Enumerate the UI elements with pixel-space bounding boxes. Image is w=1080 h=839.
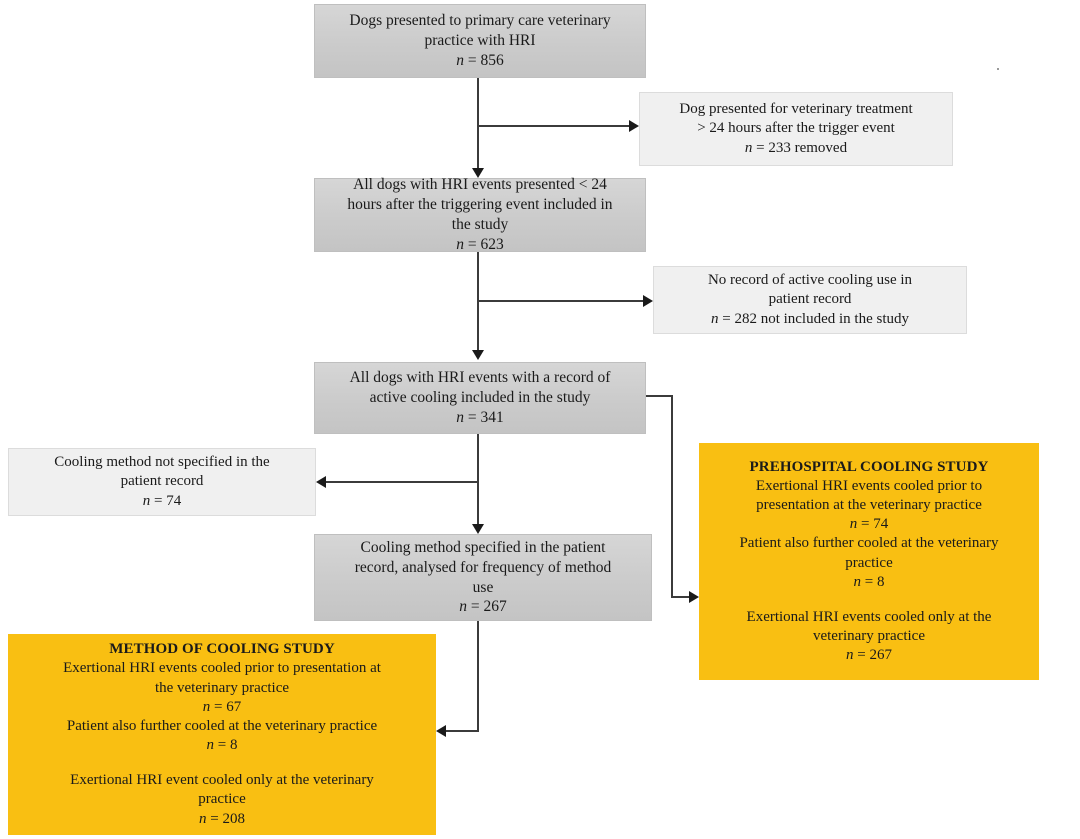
node-method-specified-line-1: Cooling method specified in the patient: [360, 538, 606, 556]
node-prehospital-block2-line-2: practice: [845, 554, 893, 571]
connector-n5-to-n8-bottom: [671, 596, 693, 598]
arrowhead-left-n6: [316, 476, 326, 488]
node-dogs-presented: Dogs presented to primary care veterinar…: [314, 4, 646, 78]
node-method-block3-count: n = 208: [199, 810, 245, 827]
node-no-active-cooling-record-count: n = 282 not included in the study: [710, 310, 910, 327]
node-prehospital-block1-line-2: presentation at the veterinary practice: [756, 496, 982, 513]
node-excluded-over-24-hours: Dog presented for veterinary treatment >…: [639, 92, 953, 166]
node-prehospital-block1-line-1: Exertional HRI events cooled prior to: [755, 477, 983, 494]
node-excluded-over-24-hours-line-2: > 24 hours after the trigger event: [697, 120, 895, 137]
node-included-under-24-hours-line-1: All dogs with HRI events presented < 24: [353, 176, 607, 194]
node-method-block3-line-2: practice: [198, 791, 246, 808]
node-method-not-specified-line-1: Cooling method not specified in the: [54, 454, 270, 471]
node-included-under-24-hours-count: n = 623: [456, 235, 504, 253]
connector-n1-to-n3: [477, 78, 479, 170]
node-active-cooling-included-line-2: active cooling included in the study: [369, 389, 591, 407]
node-included-under-24-hours-line-3: the study: [451, 216, 509, 233]
node-prehospital-cooling-study-header: PREHOSPITAL COOLING STUDY: [749, 458, 989, 475]
arrowhead-left-n9: [436, 725, 446, 737]
node-method-block1-count: n = 67: [202, 698, 242, 715]
node-active-cooling-included: All dogs with HRI events with a record o…: [314, 362, 646, 434]
node-method-block1-line-1: Exertional HRI events cooled prior to pr…: [63, 660, 381, 677]
connector-n3-to-n4: [477, 300, 645, 302]
connector-n7-to-n9-bottom: [445, 730, 479, 732]
arrowhead-down-n7: [472, 524, 484, 534]
arrowhead-right-n8: [689, 591, 699, 603]
arrowhead-right-n2: [629, 120, 639, 132]
arrowhead-down-n3: [472, 168, 484, 178]
node-method-block3-line-1: Exertional HRI event cooled only at the …: [70, 772, 374, 789]
node-method-specified-count: n = 267: [459, 598, 507, 616]
node-active-cooling-included-line-1: All dogs with HRI events with a record o…: [349, 369, 611, 387]
node-prehospital-block3-line-1: Exertional HRI events cooled only at the: [746, 608, 992, 625]
node-method-specified-line-2: record, analysed for frequency of method: [354, 558, 612, 576]
node-prehospital-block3-count: n = 267: [846, 647, 892, 664]
connector-n5-to-n8-vertical: [671, 395, 673, 598]
node-prehospital-block2-line-1: Patient also further cooled at the veter…: [739, 535, 999, 552]
node-method-block2-line-1: Patient also further cooled at the veter…: [66, 717, 378, 734]
connector-n5-to-n7: [477, 434, 479, 530]
connector-n5-to-n8-top: [645, 395, 673, 397]
connector-n1-to-n2: [477, 125, 631, 127]
node-method-block1-line-2: the veterinary practice: [154, 679, 290, 696]
connector-n7-to-n9-vertical: [477, 621, 479, 732]
node-method-of-cooling-study: METHOD OF COOLING STUDY Exertional HRI e…: [8, 634, 436, 835]
node-method-block2-count: n = 8: [206, 737, 238, 754]
node-method-not-specified: Cooling method not specified in the pati…: [8, 448, 316, 516]
node-method-specified-line-3: use: [472, 578, 494, 596]
node-prehospital-block1-count: n = 74: [849, 516, 889, 533]
connector-n3-to-n5: [477, 252, 479, 352]
node-no-active-cooling-record: No record of active cooling use in patie…: [653, 266, 967, 334]
node-prehospital-block2-count: n = 8: [853, 573, 885, 590]
node-prehospital-block3-line-2: veterinary practice: [812, 628, 925, 645]
node-method-of-cooling-study-header: METHOD OF COOLING STUDY: [109, 641, 335, 658]
connector-n5-to-n6: [325, 481, 478, 483]
node-dogs-presented-line-2: practice with HRI: [424, 32, 536, 50]
node-method-not-specified-line-2: patient record: [120, 473, 204, 490]
node-method-not-specified-count: n = 74: [142, 492, 182, 509]
node-dogs-presented-count: n = 856: [456, 51, 504, 69]
node-excluded-over-24-hours-count: n = 233 removed: [744, 139, 848, 156]
node-prehospital-cooling-study: PREHOSPITAL COOLING STUDY Exertional HRI…: [699, 443, 1039, 680]
node-dogs-presented-line-1: Dogs presented to primary care veterinar…: [349, 12, 611, 30]
node-active-cooling-included-count: n = 341: [456, 408, 504, 426]
arrowhead-down-n5: [472, 350, 484, 360]
arrowhead-right-n4: [643, 295, 653, 307]
node-included-under-24-hours-line-2: hours after the triggering event include…: [347, 196, 613, 214]
node-excluded-over-24-hours-line-1: Dog presented for veterinary treatment: [679, 101, 913, 118]
page-speck: [997, 68, 999, 70]
node-included-under-24-hours: All dogs with HRI events presented < 24 …: [314, 176, 646, 253]
node-method-specified: Cooling method specified in the patient …: [314, 534, 652, 621]
node-no-active-cooling-record-line-1: No record of active cooling use in: [707, 272, 913, 289]
node-no-active-cooling-record-line-2: patient record: [768, 291, 852, 308]
